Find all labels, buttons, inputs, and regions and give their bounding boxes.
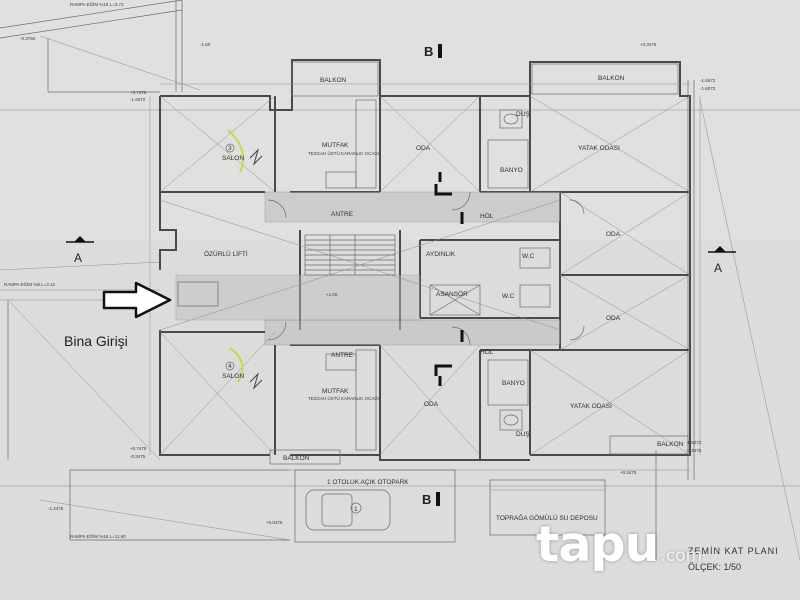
- label-rampa-mid: RAMPA EĞİM %8 L=3.12: [4, 281, 56, 287]
- level-label-9: +0.7475: [130, 446, 147, 451]
- label-zemin-level: +1.00: [326, 292, 338, 297]
- level-label-2: -0.3750: [20, 36, 36, 41]
- section-markers: B B A A: [66, 44, 736, 507]
- label-wc-bottom: W.C: [502, 293, 515, 300]
- logo-text: tapu: [536, 516, 659, 573]
- label-antre-bottom: ANTRE: [331, 352, 354, 359]
- label-oda-top: ODA: [416, 145, 431, 152]
- label-wc-top: W.C: [522, 253, 535, 260]
- label-hol-bottom: HOL: [480, 349, 494, 356]
- label-salon-bottom: SALON: [222, 373, 244, 380]
- logo-suffix: .com: [660, 546, 703, 566]
- section-a-left-triangle: [74, 236, 86, 242]
- label-yatak-odasi-bottom: YATAK ODASI: [570, 403, 612, 410]
- level-label-6: -1.6672: [700, 78, 716, 83]
- label-balkon-top-left: BALKON: [320, 77, 347, 84]
- label-balkon-bottom-left: BALKON: [283, 455, 310, 462]
- label-mutfak-top: MUTFAK: [322, 142, 349, 149]
- label-mutfak-bottom: MUTFAK: [322, 388, 349, 395]
- parking-area: [294, 469, 606, 543]
- label-oda-mid-top: ODA: [606, 231, 621, 238]
- level-label-4: -1.6072: [130, 97, 146, 102]
- label-hol-top: HOL: [480, 213, 494, 220]
- level-label-10: -0.3475: [130, 454, 146, 459]
- plan-title: ZEMİN KAT PLANI: [688, 546, 779, 556]
- label-salon-num-top: 3: [228, 145, 232, 152]
- plan-scale: ÖLÇEK: 1/50: [688, 562, 742, 572]
- label-banyo-bottom: BANYO: [502, 380, 525, 387]
- label-asansor: ASANSÖR: [436, 290, 468, 298]
- label-antre-top: ANTRE: [331, 211, 354, 218]
- level-label-14: -1.2475: [48, 506, 64, 511]
- level-label-3: +0.7475: [130, 90, 147, 95]
- level-label-13: -0.3475: [686, 448, 702, 453]
- level-label-8: +0.0475: [266, 520, 283, 525]
- label-oda-mid-bottom: ODA: [606, 315, 621, 322]
- section-a-right: A: [714, 261, 722, 275]
- level-label-12: -1.6072: [686, 440, 702, 445]
- label-rampa-top: RAMPA EĞİM %18 L=3.72: [70, 1, 124, 7]
- label-banyo-top: BANYO: [500, 167, 523, 174]
- tapu-logo: tapu.com: [536, 516, 702, 573]
- label-salon-top: SALON: [222, 155, 244, 162]
- label-salon-num-bottom: 4: [228, 363, 232, 370]
- stairs: [304, 234, 396, 276]
- label-oda-bottom: ODA: [424, 401, 439, 408]
- label-rampa-bottom: RAMPA EĞİM %18 L=11.60: [70, 533, 126, 539]
- level-label-1: -1.60: [200, 42, 211, 47]
- label-balkon-top-right: BALKON: [598, 75, 625, 82]
- label-dus-bottom: DUŞ: [516, 431, 530, 438]
- level-label-7: -1.6072: [700, 86, 716, 91]
- label-ozurlu-lifti: ÖZÜRLÜ LİFTİ: [204, 249, 248, 258]
- section-a-left: A: [74, 251, 82, 265]
- label-otopark-num: 1: [354, 506, 358, 513]
- salon-highlight-bottom: [229, 347, 244, 383]
- section-b-bottom: B: [422, 492, 431, 507]
- section-a-right-triangle: [714, 246, 726, 252]
- room-labels: BALKON BALKON BALKON BALKON MUTFAK TEZGA…: [4, 1, 716, 539]
- label-dus-top: DUŞ: [516, 111, 530, 118]
- entrance-annotation: Bina Girişi: [64, 333, 128, 349]
- label-yatak-odasi-top: YATAK ODASI: [578, 145, 620, 152]
- entrance-arrow-icon: [102, 281, 172, 319]
- section-b-top: B: [424, 44, 433, 59]
- label-mutfak-note-bottom: TEZGAH ÜSTÜ KARANLIK OCAĞI: [308, 395, 379, 401]
- building-walls: [159, 59, 691, 465]
- label-balkon-bottom-right: BALKON: [657, 441, 684, 448]
- level-label-11: +0.3475: [620, 470, 637, 475]
- label-aydinlik: AYDINLIK: [426, 251, 456, 258]
- label-mutfak-note-top: TEZGAH ÜSTÜ KARANLIK OCAĞI: [308, 150, 379, 156]
- level-label-5: +0.3475: [640, 42, 657, 47]
- salon-highlight-top: [227, 129, 244, 173]
- label-su-deposu: TOPRAĞA GÖMÜLÜ SU DEPOSU: [496, 513, 598, 522]
- label-otopark: 1 OTOLUK AÇIK OTOPARK: [327, 479, 409, 486]
